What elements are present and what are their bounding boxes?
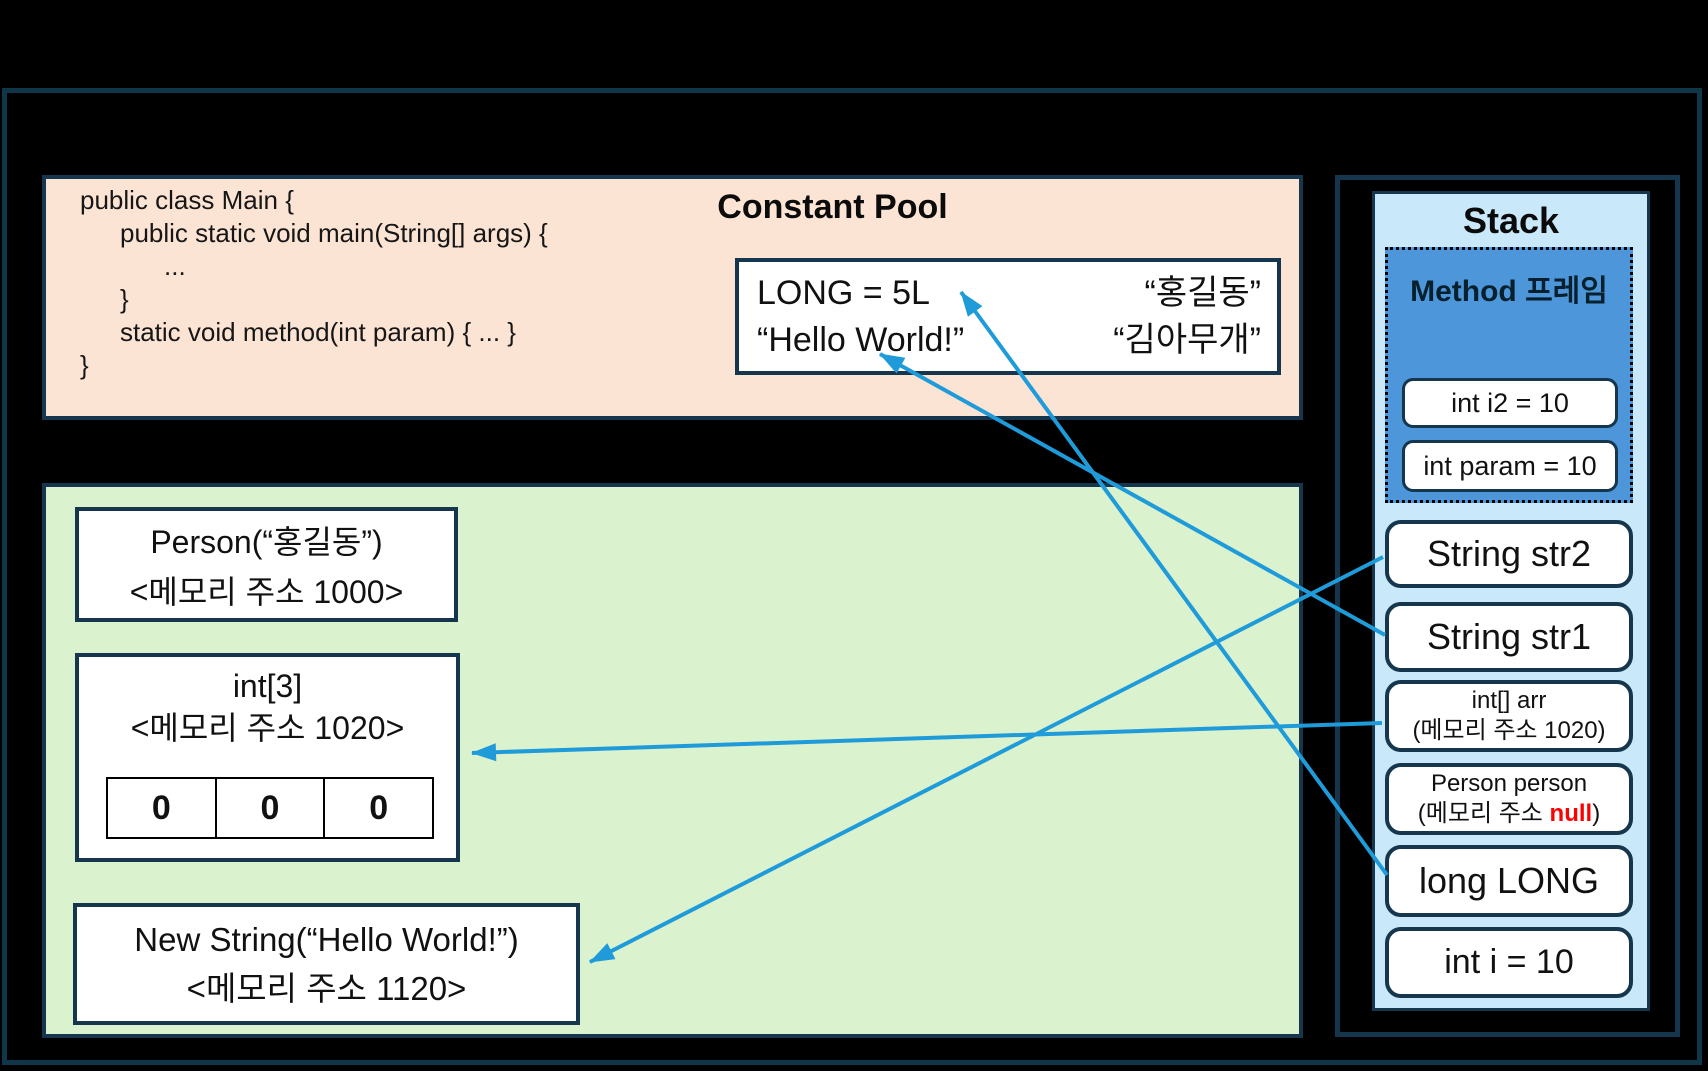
constant-long-literal: LONG = 5L	[757, 274, 930, 312]
code-line: }	[120, 284, 129, 314]
arr-slot-address: (메모리 주소 1020)	[1412, 717, 1606, 744]
person-slot-address: (메모리 주소 null)	[1418, 799, 1600, 829]
code-snippet: public class Main { public static void m…	[80, 184, 548, 382]
person-slot-label: Person person	[1430, 770, 1588, 797]
code-line: static void method(int param) { ... }	[120, 317, 516, 347]
constant-pool-right-column: “홍길동” “김아무개”	[1113, 270, 1261, 363]
constant-pool-box: LONG = 5L “Hello World!” “홍길동” “김아무개”	[735, 258, 1281, 375]
code-line: public class Main {	[80, 185, 294, 215]
stack-slot-int-array-arr: int[] arr (메모리 주소 1020)	[1385, 680, 1633, 752]
person-slot-null-value: null	[1549, 800, 1593, 827]
stack-slot-long-LONG: long LONG	[1385, 845, 1633, 917]
constant-pool-left-column: LONG = 5L “Hello World!”	[757, 270, 964, 363]
heap-int-array-object-box: int[3] <메모리 주소 1020> 0 0 0	[75, 653, 460, 862]
array-cell: 0	[106, 777, 217, 839]
person-object-label: Person(“홍길동”)	[150, 524, 383, 560]
stack-slot-int-i: int i = 10	[1385, 927, 1633, 998]
person-object-address: <메모리 주소 1000>	[129, 574, 404, 610]
person-slot-address-suffix: )	[1592, 800, 1601, 827]
code-line: ...	[164, 251, 186, 281]
stack-slot-person-person: Person person (메모리 주소 null)	[1385, 763, 1633, 835]
arr-slot-label: int[] arr	[1471, 687, 1547, 714]
code-line: }	[80, 350, 89, 380]
array-object-label: int[3]	[232, 668, 303, 704]
stack-title: Stack	[1462, 200, 1560, 241]
array-object-address: <메모리 주소 1020>	[130, 710, 405, 746]
stack-slot-string-str2: String str2	[1385, 520, 1633, 588]
heap-new-string-object-box: New String(“Hello World!”) <메모리 주소 1120>	[73, 903, 580, 1025]
frame-var-int-i2: int i2 = 10	[1402, 378, 1618, 428]
code-line: public static void main(String[] args) {	[120, 218, 548, 248]
method-frame-title: Method 프레임	[1410, 275, 1608, 308]
constant-kimamugae-literal: “김아무개”	[1113, 321, 1261, 359]
constant-honggildong-literal: “홍길동”	[1144, 274, 1261, 312]
constant-pool-title: Constant Pool	[717, 188, 948, 226]
constant-hello-world-literal: “Hello World!”	[757, 321, 965, 359]
new-string-object-address: <메모리 주소 1120>	[186, 970, 467, 1007]
array-cells-row: 0 0 0	[106, 777, 435, 839]
new-string-object-label: New String(“Hello World!”)	[134, 921, 519, 958]
heap-person-object-box: Person(“홍길동”) <메모리 주소 1000>	[75, 507, 458, 622]
array-cell: 0	[216, 777, 326, 839]
person-slot-address-prefix: (메모리 주소	[1417, 800, 1550, 827]
stack-slot-string-str1: String str1	[1385, 602, 1633, 672]
frame-var-int-param: int param = 10	[1402, 440, 1618, 492]
array-cell: 0	[325, 777, 435, 839]
